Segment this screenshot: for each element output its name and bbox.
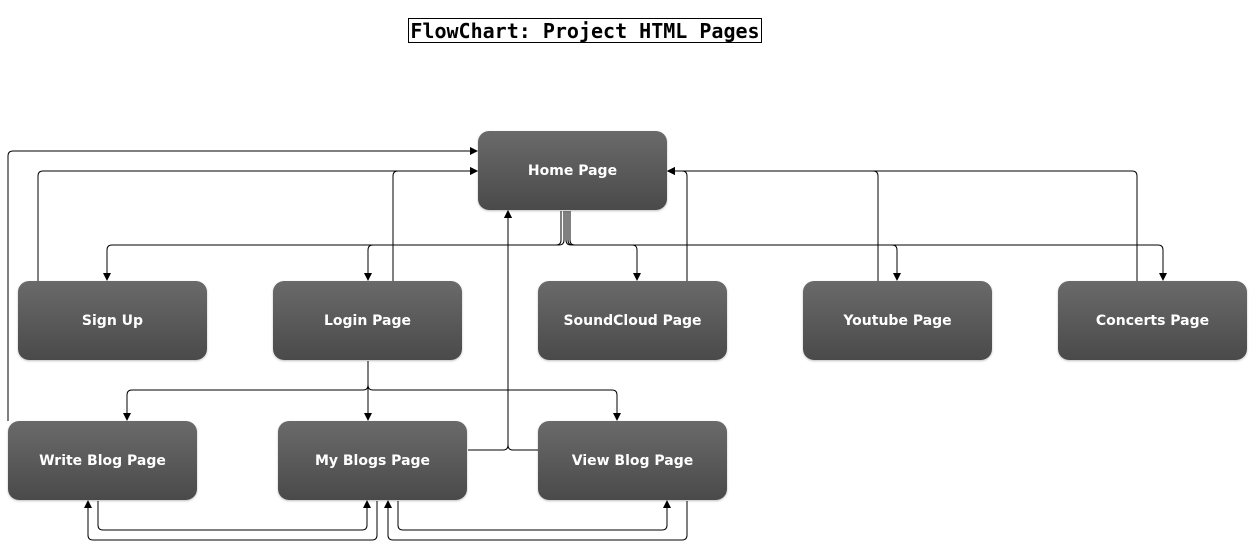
edge-home-login — [364, 211, 565, 281]
edge-concerts-home — [667, 167, 1138, 281]
edge-write-myblogs — [97, 500, 371, 531]
edge-myblogs-home — [468, 210, 512, 451]
edge-soundcloud-home — [667, 167, 688, 281]
node-concerts-page[interactable]: Concerts Page — [1058, 281, 1247, 360]
edge-youtube-home — [667, 167, 879, 281]
edge-myblogs-view — [397, 500, 671, 531]
edge-signup-home — [37, 167, 478, 281]
node-home-page[interactable]: Home Page — [478, 131, 667, 210]
node-login-page[interactable]: Login Page — [273, 281, 462, 360]
page-title: FlowChart: Project HTML Pages — [408, 18, 762, 43]
edge-view-myblogs — [384, 500, 688, 541]
node-sign-up[interactable]: Sign Up — [18, 281, 207, 360]
node-my-blogs-page[interactable]: My Blogs Page — [278, 421, 467, 500]
edge-write-home — [7, 147, 478, 421]
edge-home-concerts — [569, 211, 1167, 281]
edge-login-view — [367, 361, 621, 421]
edge-myblogs-write — [84, 500, 378, 541]
edge-login-home — [392, 167, 478, 281]
edge-home-signup — [103, 211, 562, 281]
node-youtube-page[interactable]: Youtube Page — [803, 281, 992, 360]
edge-login-write — [123, 361, 369, 421]
node-write-blog-page[interactable]: Write Blog Page — [8, 421, 197, 500]
node-view-blog-page[interactable]: View Blog Page — [538, 421, 727, 500]
edge-view-home — [504, 210, 538, 451]
node-soundcloud-page[interactable]: SoundCloud Page — [538, 281, 727, 360]
